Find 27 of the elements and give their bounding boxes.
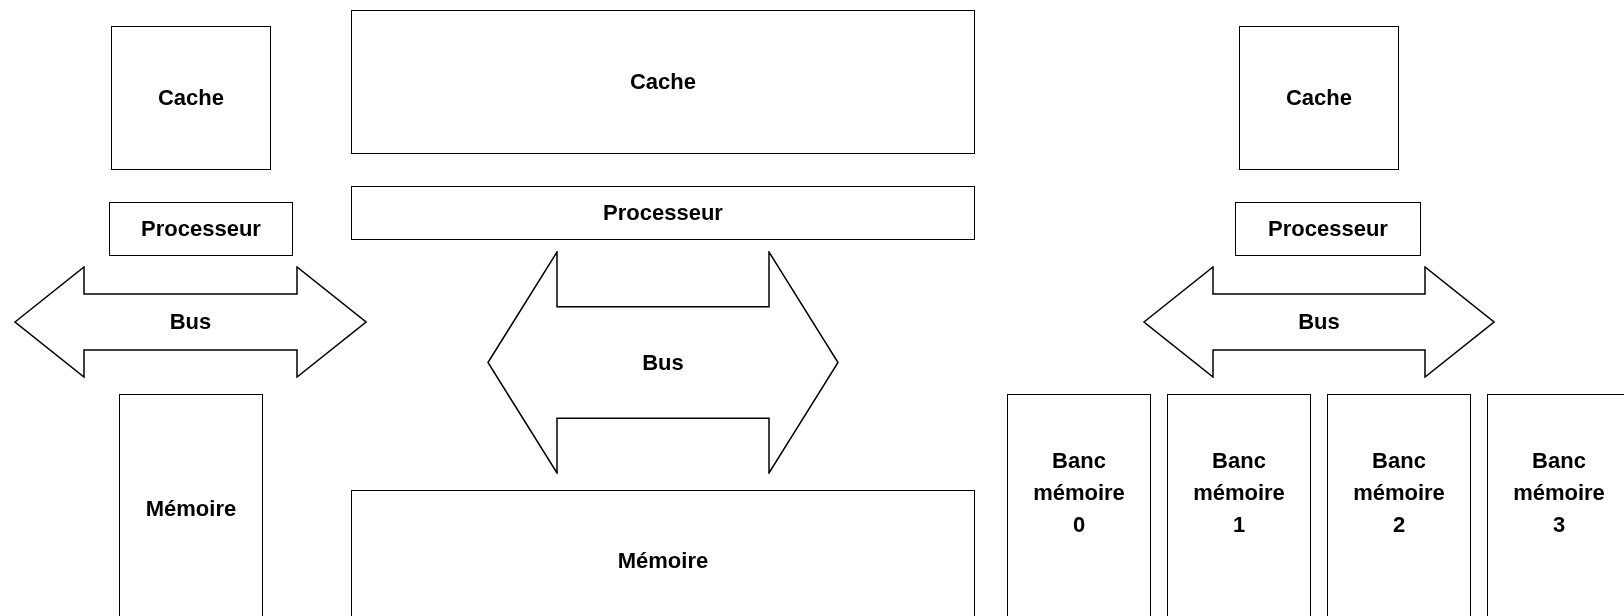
block-label: Bus: [642, 348, 684, 377]
block-box: [1167, 394, 1311, 616]
block-label: Bus: [1298, 308, 1340, 336]
block-label: Cache: [157, 84, 224, 112]
block-box: [111, 26, 271, 170]
block-box: [1007, 394, 1151, 616]
block-label: Banc mémoire 1: [1192, 447, 1286, 539]
block-box: [1239, 26, 1399, 170]
block-label: Banc mémoire 0: [1032, 447, 1126, 539]
block-label: Bus: [169, 308, 212, 336]
block-label: Banc mémoire 3: [1512, 447, 1606, 539]
block-label: Banc mémoire 2: [1352, 447, 1446, 539]
block-label: Cache: [629, 68, 696, 96]
block-box: [1487, 394, 1624, 616]
block-box: [351, 186, 975, 240]
block-label: Processeur: [1268, 215, 1388, 243]
block-label: Processeur: [141, 215, 261, 243]
block-box: [1235, 202, 1421, 256]
block-box: [119, 394, 263, 616]
block-box: [1327, 394, 1471, 616]
block-label: Mémoire: [617, 547, 709, 575]
block-box: [351, 10, 975, 154]
block-box: [351, 490, 975, 616]
block-label: Mémoire: [145, 495, 237, 523]
block-box: [109, 202, 293, 256]
block-label: Processeur: [603, 199, 723, 227]
block-label: Cache: [1285, 84, 1352, 112]
